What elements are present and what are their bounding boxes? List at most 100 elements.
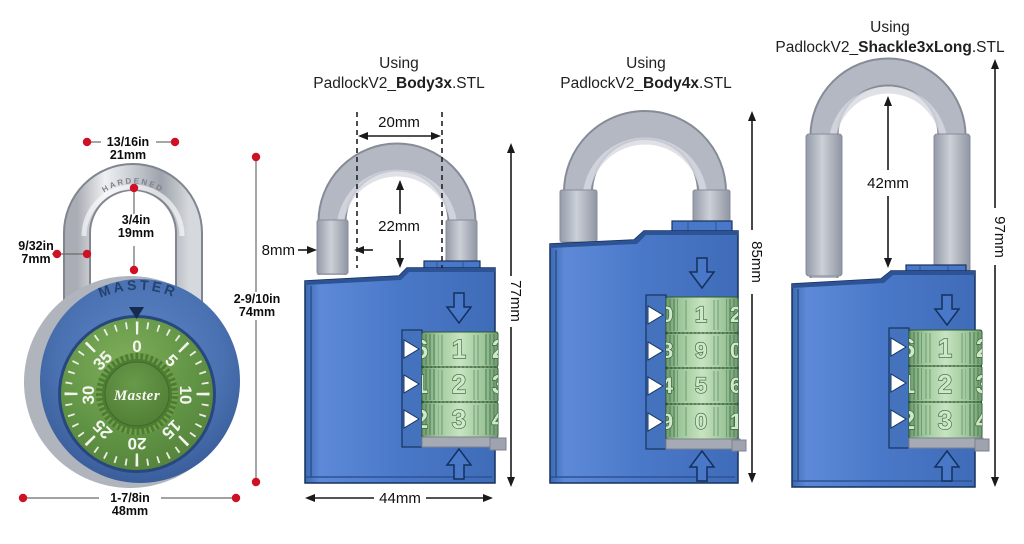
wheel-digit: 9 <box>661 409 673 434</box>
wheel-digit: 1 <box>938 333 952 363</box>
red-marker-dot <box>82 249 92 259</box>
wheel-digit: 4 <box>976 405 991 435</box>
wheel-pointers <box>890 337 907 429</box>
arrowhead-up <box>507 143 515 153</box>
dial-number-10: 10 <box>176 386 195 405</box>
red-marker-dot <box>251 152 261 162</box>
pointer-triangle <box>647 376 664 396</box>
title-filename: Body3x <box>396 75 452 92</box>
model-title-line1: Using <box>626 55 666 72</box>
shackle <box>811 59 965 278</box>
wheel-digit: 6 <box>414 334 428 364</box>
dim-body-width-in: 1-7/8in <box>110 491 150 505</box>
shackle-sleeve-left <box>805 133 843 277</box>
model-title-line1: Using <box>870 19 910 36</box>
shackle-highlight <box>582 137 708 201</box>
arrowhead-left <box>358 132 368 140</box>
arrowhead-left <box>305 494 315 502</box>
pointer-triangle <box>890 373 907 393</box>
wheel-digit: 0 <box>695 409 707 434</box>
dim-body-height: 77mm <box>507 280 524 322</box>
dial-knob-knurl <box>96 353 178 435</box>
title-prefix: PadlockV2_ <box>560 75 643 92</box>
arrowhead-down <box>991 477 999 487</box>
arrowhead-left <box>354 246 364 254</box>
model-body3x: Using PadlockV2_Body3x.STL <box>262 55 524 507</box>
red-marker-dot <box>52 249 62 259</box>
pointer-triangle <box>403 339 420 359</box>
wheel-digit: 0 <box>730 338 742 363</box>
dial-pointer <box>129 307 144 319</box>
dim-body-width: 44mm <box>379 490 421 507</box>
title-filename: Shackle3xLong <box>858 39 972 56</box>
dial-number-0: 0 <box>132 337 141 356</box>
wheel-pointers <box>647 305 664 432</box>
dim-shackle-dia-in: 9/32in <box>18 239 53 253</box>
title-prefix: PadlockV2_ <box>313 75 396 92</box>
up-arrow <box>445 447 473 480</box>
model-title-line1: Using <box>379 55 419 72</box>
model-title-line2: PadlockV2_Body4x.STL <box>560 75 732 92</box>
wheel-digit: 9 <box>695 338 707 363</box>
dim-inner-width: 20mm <box>378 114 420 131</box>
shackle-highlight <box>828 86 948 147</box>
wheel-digit: 2 <box>730 302 742 327</box>
brand-arc: MASTER <box>96 277 177 301</box>
up-arrow <box>933 449 961 482</box>
arrowhead-down <box>884 258 892 268</box>
wheel-digit: 1 <box>414 369 428 399</box>
red-marker-dot <box>18 493 28 503</box>
dim-shackle-width-in: 13/16in <box>107 135 149 149</box>
wheel-pointers <box>403 339 420 429</box>
wheel-digit: 4 <box>661 373 674 398</box>
shackle-sleeve-left <box>316 219 349 275</box>
wheel-digit: 2 <box>414 404 428 434</box>
wheel-digits: 6 1 2 1 2 3 2 3 4 <box>414 333 506 434</box>
dim-inner-height: 42mm <box>867 175 909 192</box>
dim-shackle-dia: 8mm <box>262 242 295 259</box>
red-marker-dot <box>82 137 92 147</box>
wheel-digits: 6 1 2 1 2 3 2 3 4 <box>901 332 991 435</box>
wheel-digit: 2 <box>492 334 506 364</box>
arrowhead-up <box>396 180 404 190</box>
wheel-knurling <box>909 332 982 436</box>
wheel-digit: 5 <box>695 373 707 398</box>
wheel-digits: 0 1 2 8 9 0 4 5 6 9 0 1 <box>661 301 742 434</box>
wheel-digit: 3 <box>452 404 466 434</box>
axle-step <box>974 438 990 452</box>
wheel-knurling <box>422 334 498 435</box>
axle-step <box>731 439 747 452</box>
dial-number-20: 20 <box>128 434 147 453</box>
red-marker-dot <box>129 265 139 275</box>
red-marker-dot <box>231 493 241 503</box>
wheels: 6 1 2 1 2 3 2 3 4 <box>901 329 991 452</box>
title-suffix: .STL <box>699 75 732 92</box>
wheel-axle-strip <box>908 437 984 449</box>
wheel-digit: 6 <box>901 333 915 363</box>
model-title-line2: PadlockV2_Shackle3xLong.STL <box>775 39 1005 56</box>
wheel-digit: 6 <box>730 373 742 398</box>
wheel-axle-strip <box>665 438 741 450</box>
dial-number-30: 30 <box>79 386 98 405</box>
red-marker-dot <box>170 137 180 147</box>
down-arrow <box>933 294 961 327</box>
arrowhead-down <box>507 477 515 487</box>
body-top-face <box>792 271 975 288</box>
arrowhead-up <box>748 111 756 121</box>
dim-shackle-height-in: 3/4in <box>122 213 151 227</box>
pointer-triangle <box>403 374 420 394</box>
shackle-sleeve-left <box>559 189 598 243</box>
down-arrow <box>445 292 473 325</box>
title-suffix: .STL <box>452 75 485 92</box>
pointer-triangle <box>403 409 420 429</box>
photo-annotations: 13/16in 21mm 3/4in 19mm 9/32in 7mm 2-9/1… <box>18 135 280 518</box>
wheel-digit: 1 <box>901 369 915 399</box>
arrowhead-up <box>884 96 892 106</box>
dim-body-height: 85mm <box>748 241 765 283</box>
dim-inner-height: 22mm <box>378 218 420 235</box>
title-filename: Body4x <box>643 75 699 92</box>
arrowhead-right <box>431 132 441 140</box>
body-top-face <box>305 268 495 285</box>
arrowhead-up <box>991 59 999 69</box>
red-marker-dot <box>251 477 261 487</box>
